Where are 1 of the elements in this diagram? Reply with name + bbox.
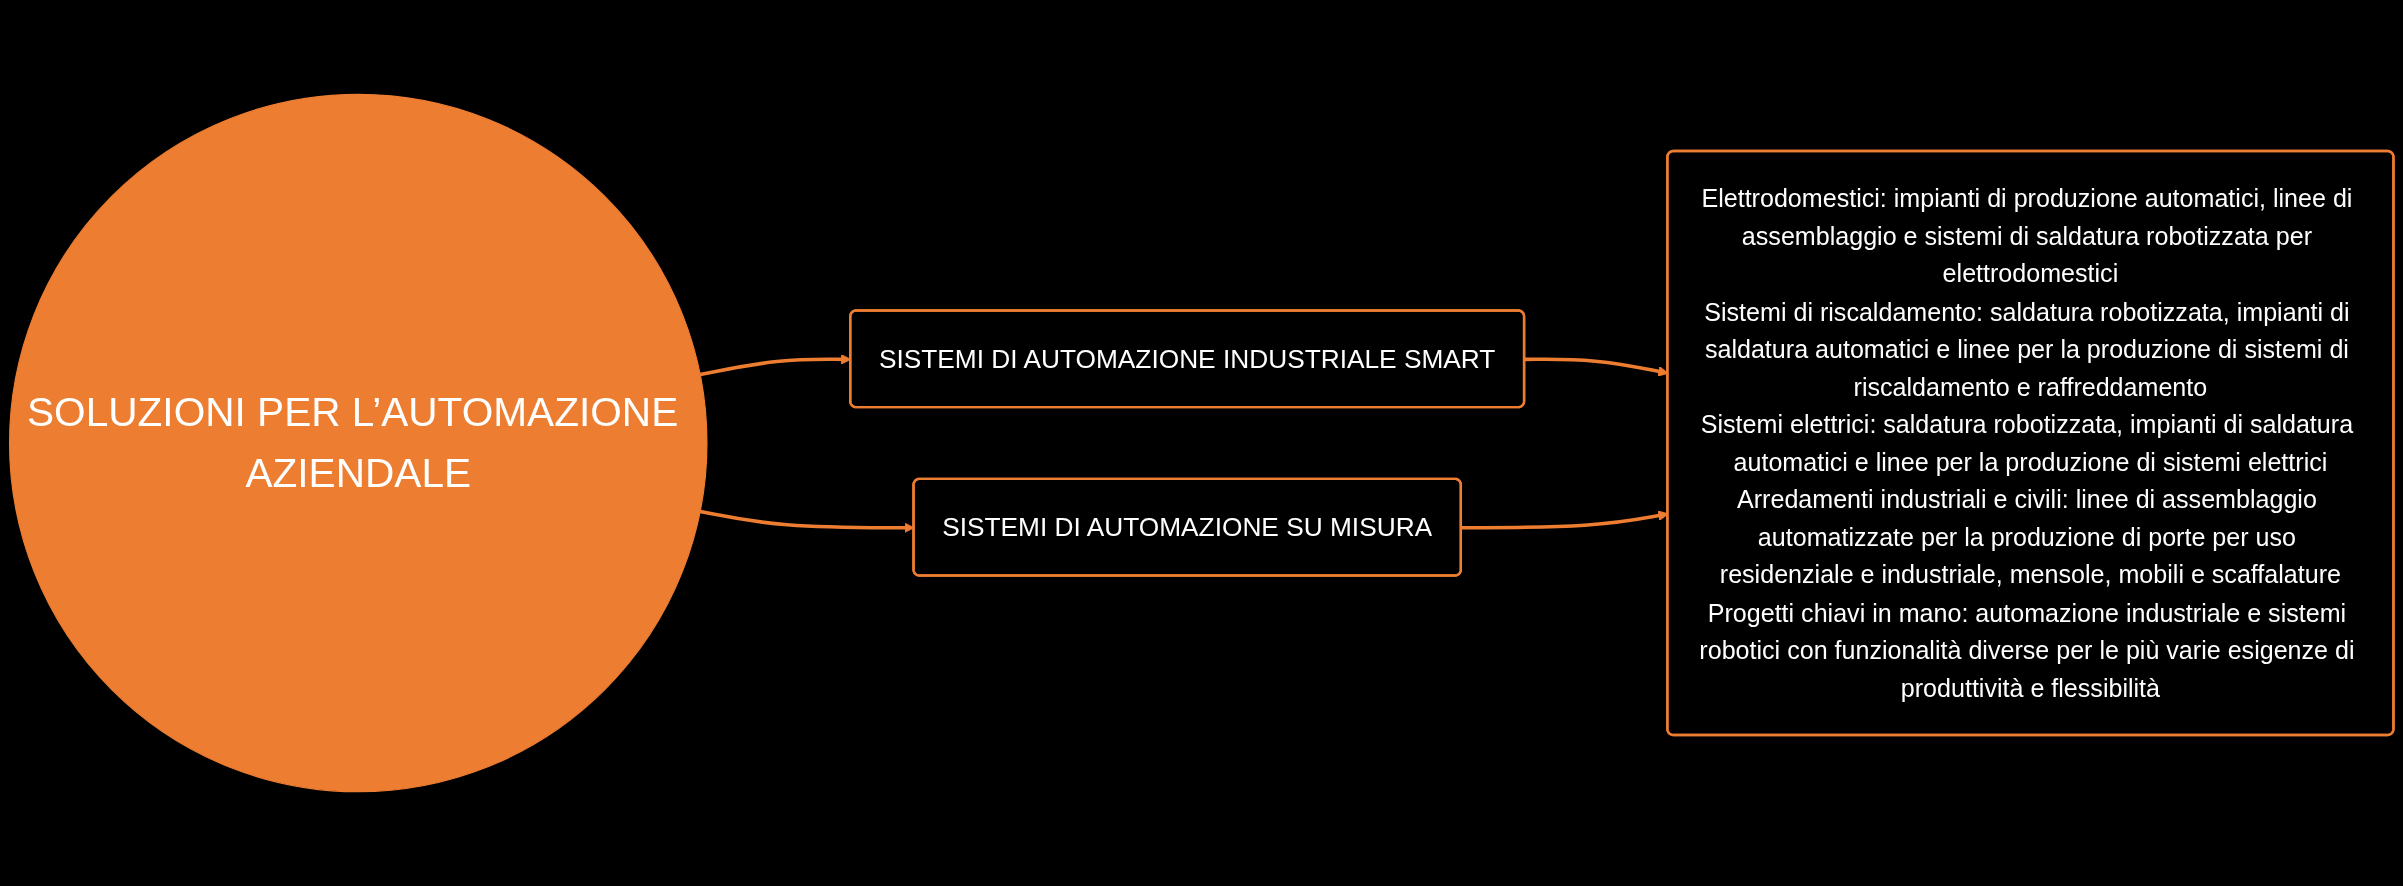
node-circle: SOLUZIONI PER L’AUTOMAZIONE AZIENDALE	[8, 93, 708, 793]
